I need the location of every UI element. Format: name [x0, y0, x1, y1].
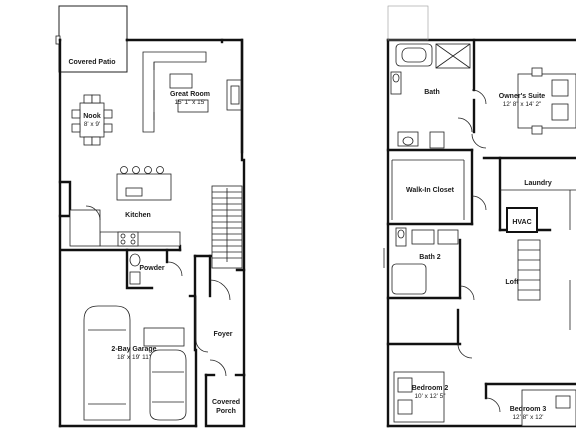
covered-porch-label-line1: Covered: [212, 399, 240, 406]
great-room-label: Great Room: [170, 91, 210, 98]
garage-size: 18' x 19' 11": [117, 354, 151, 361]
powder-label: Powder: [139, 265, 165, 272]
kitchen-label: Kitchen: [125, 212, 151, 219]
bedroom2-size: 10' x 12' 5": [414, 393, 445, 400]
covered-patio-label: Covered Patio: [68, 59, 115, 66]
second-floor-plan: [383, 5, 576, 428]
laundry-label: Laundry: [524, 180, 552, 187]
walk-in-closet-label: Walk-In Closet: [406, 187, 455, 194]
foyer-label: Foyer: [213, 331, 232, 338]
hvac-label: HVAC: [512, 219, 531, 226]
owners-suite-label: Owner's Suite: [499, 93, 546, 100]
nook-size: 8' x 9': [84, 121, 100, 128]
nook-label: Nook: [83, 113, 101, 120]
great-room-size: 15' 1" x 15': [174, 99, 205, 106]
bedroom3-label: Bedroom 3: [510, 406, 547, 413]
bath-label: Bath: [424, 89, 440, 96]
garage-label: 2-Bay Garage: [111, 346, 156, 353]
bedroom3-size: 12' 8" x 12': [512, 414, 543, 421]
owners-suite-size: 12' 8" x 14' 2": [503, 101, 542, 108]
bedroom2-label: Bedroom 2: [412, 385, 449, 392]
bath2-label: Bath 2: [419, 254, 441, 261]
loft-label: Loft: [505, 279, 519, 286]
first-floor-plan: [55, 5, 246, 428]
covered-porch-label-line2: Porch: [216, 408, 236, 415]
